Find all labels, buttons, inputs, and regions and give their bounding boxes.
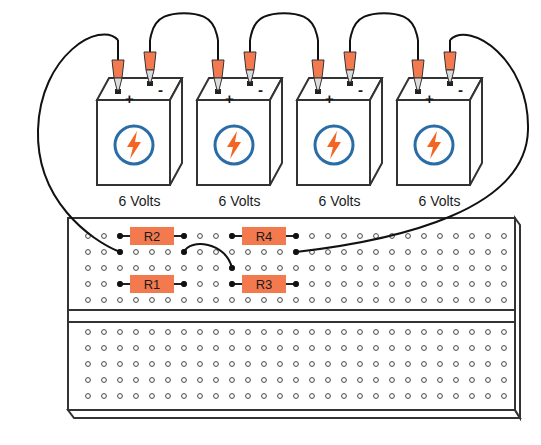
terminal-sign: - xyxy=(358,82,363,97)
battery-voltage: 6 Volts xyxy=(292,194,387,208)
battery: + - 6 Volts xyxy=(292,40,387,212)
battery: + - 6 Volts xyxy=(192,40,287,212)
wires xyxy=(38,34,528,268)
jumper-wire xyxy=(184,244,232,268)
terminal-sign: - xyxy=(258,82,263,97)
battery-body xyxy=(397,40,482,185)
battery: + - 6 Volts xyxy=(392,40,487,212)
hole-grid xyxy=(80,324,512,404)
battery-body xyxy=(197,40,282,185)
board-top xyxy=(68,218,515,410)
jumper-wire xyxy=(150,13,218,40)
hole-grid xyxy=(80,228,512,308)
battery-body xyxy=(297,40,382,185)
alligator-clip xyxy=(212,40,224,90)
battery-voltage: 6 Volts xyxy=(92,194,187,208)
terminal-sign: + xyxy=(425,91,434,106)
resistor-label: R3 xyxy=(256,278,273,291)
battery: + - 6 Volts xyxy=(92,40,187,212)
resistor-symbol: R4 xyxy=(242,227,286,245)
alligator-clip xyxy=(112,40,124,90)
terminal-sign: - xyxy=(458,82,463,97)
battery-body xyxy=(97,40,182,185)
terminal-sign: + xyxy=(325,91,334,106)
alligator-clip xyxy=(312,40,324,90)
battery-voltage: 6 Volts xyxy=(192,194,287,208)
alligator-clip xyxy=(412,40,424,90)
batteries xyxy=(97,40,482,185)
alligator-clip xyxy=(144,40,156,82)
resistor-label: R1 xyxy=(144,278,161,291)
resistor-symbol: R2 xyxy=(130,227,174,245)
board-channel xyxy=(68,321,515,323)
jumper-wire xyxy=(350,13,418,40)
jumper-wire xyxy=(250,13,318,40)
wire xyxy=(296,35,528,252)
battery-voltage: 6 Volts xyxy=(392,194,487,208)
resistor-symbol: R1 xyxy=(130,275,174,293)
resistor-symbol: R3 xyxy=(242,275,286,293)
alligator-clip xyxy=(244,40,256,82)
board-edge xyxy=(68,410,520,418)
resistor-label: R4 xyxy=(256,230,273,243)
board-channel xyxy=(68,309,515,311)
alligator-clip xyxy=(444,40,456,82)
terminal-sign: + xyxy=(225,91,234,106)
resistor-label: R2 xyxy=(144,230,161,243)
breadboard xyxy=(68,218,520,418)
terminal-sign: - xyxy=(158,82,163,97)
alligator-clip xyxy=(344,40,356,82)
terminal-sign: + xyxy=(125,91,134,106)
